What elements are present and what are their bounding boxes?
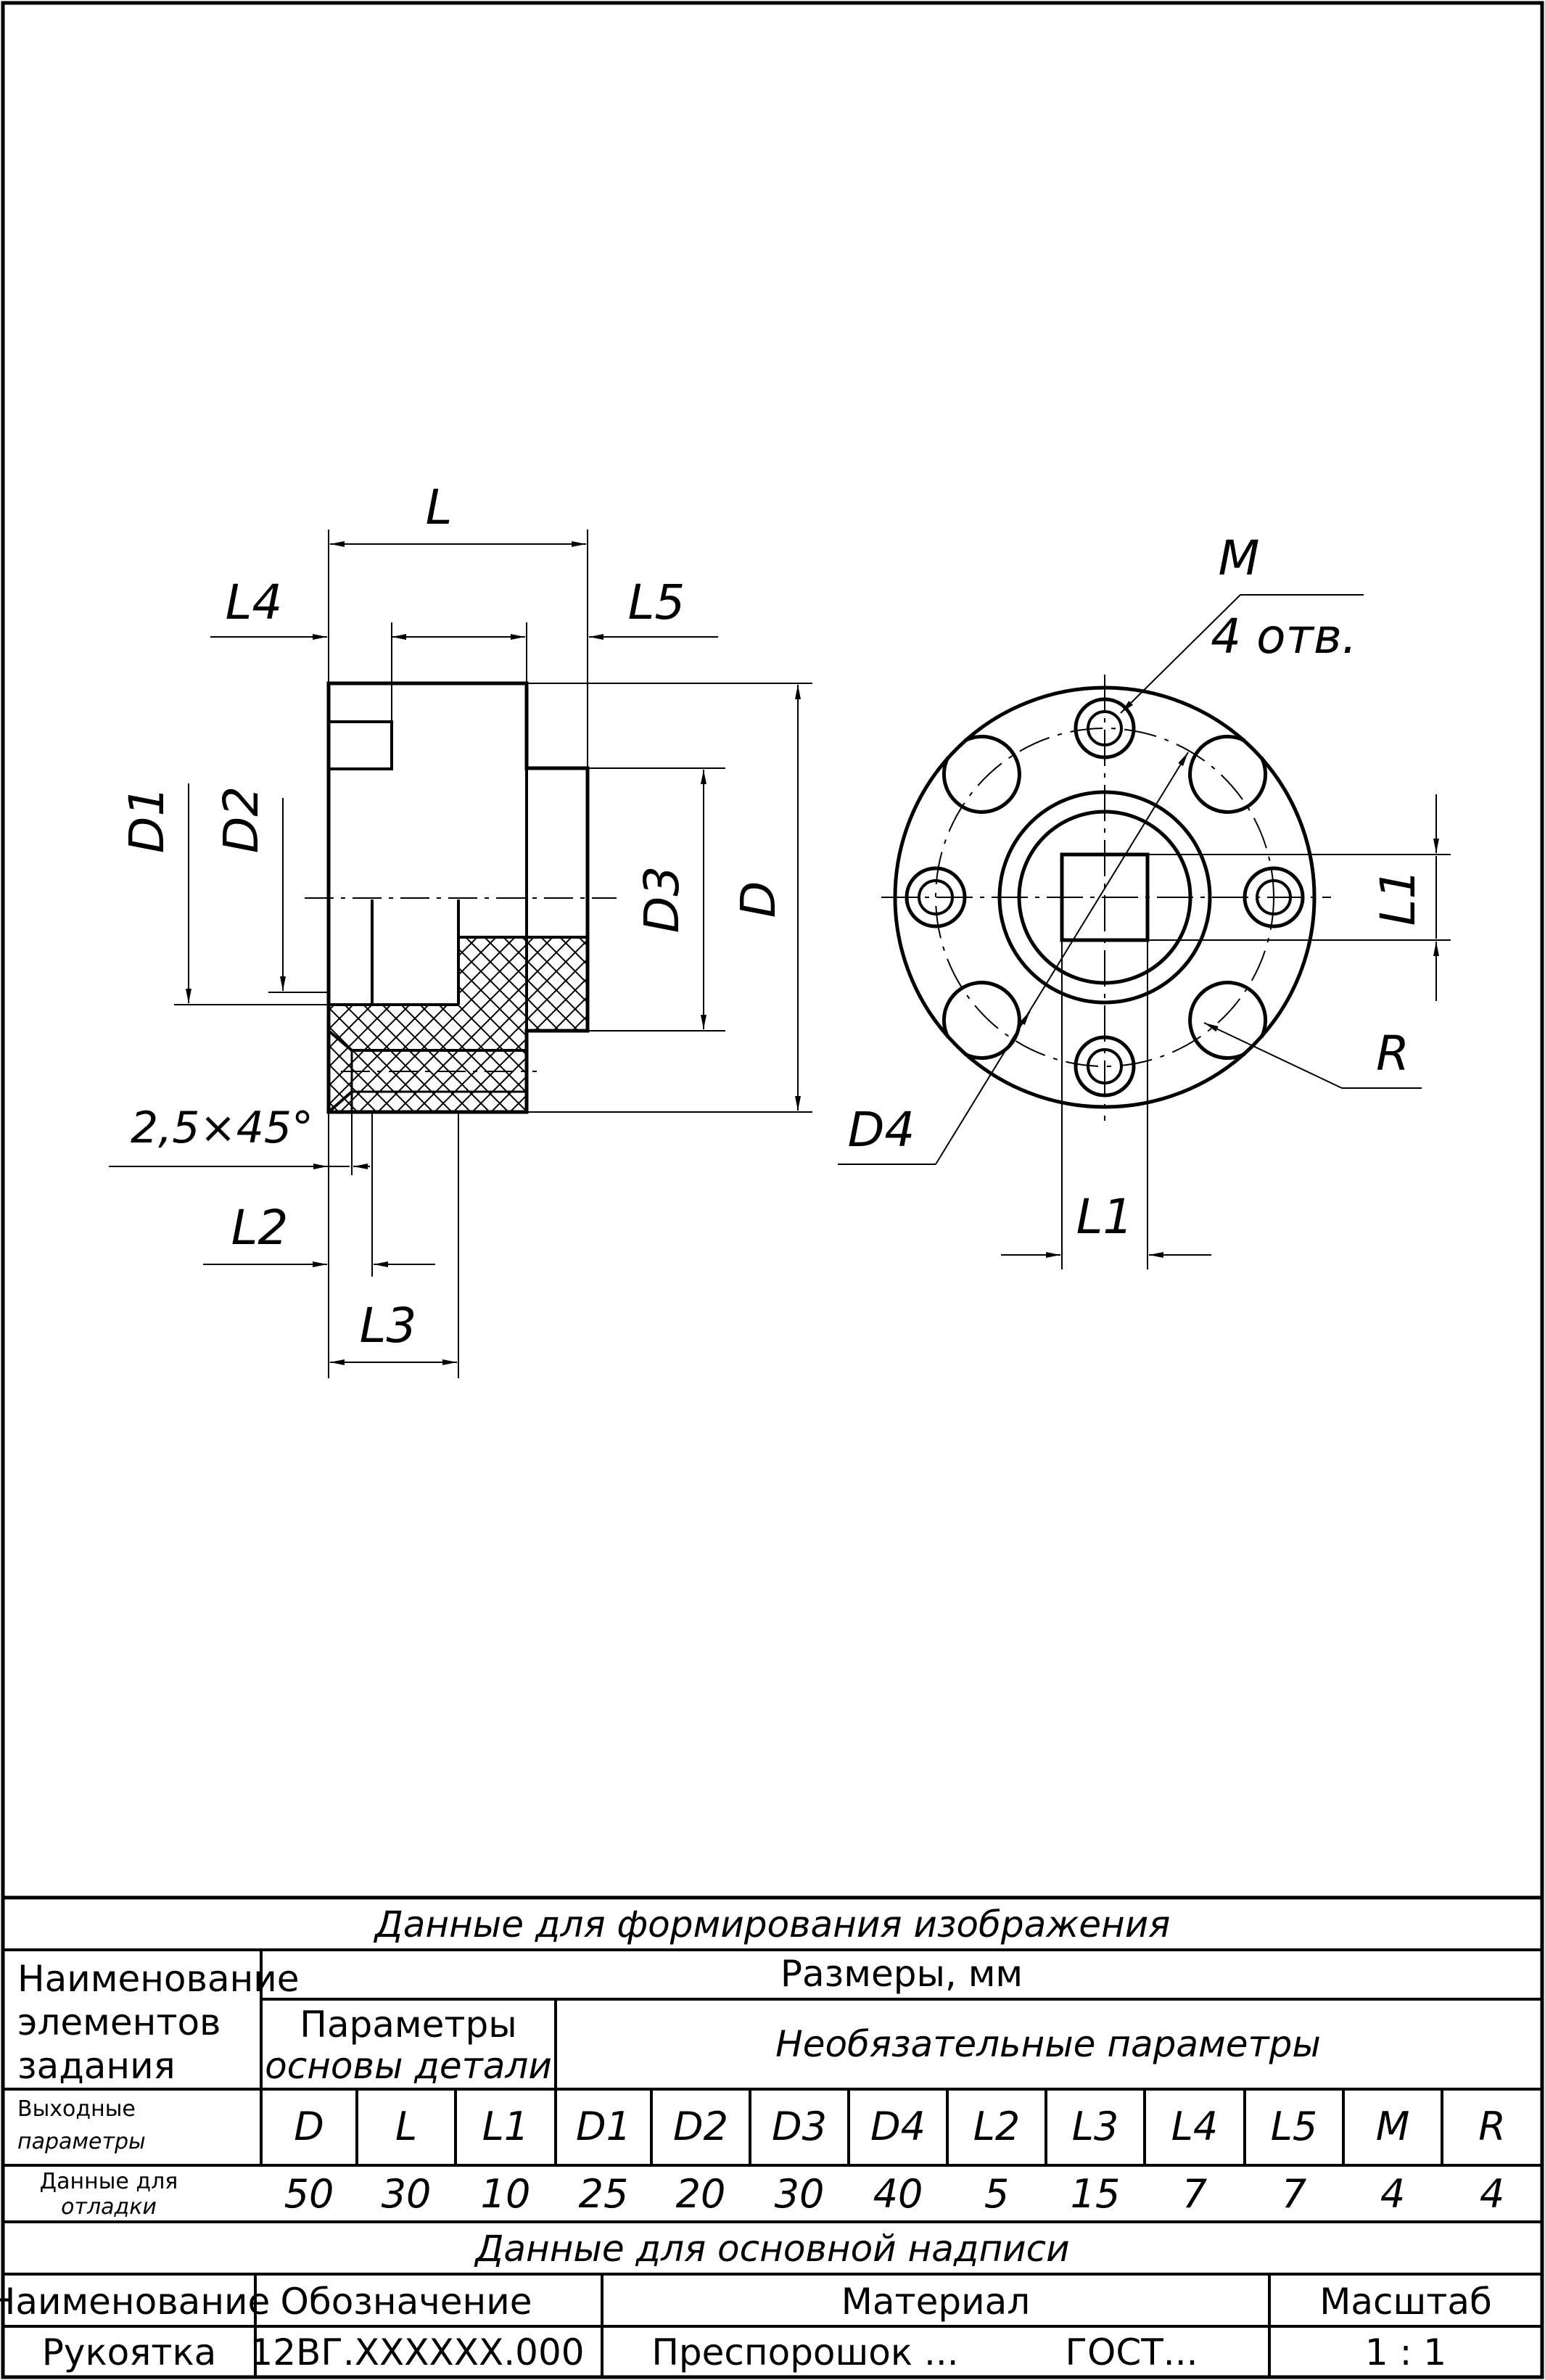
col-scale-header: Масштаб <box>1319 2281 1492 2323</box>
param-name-D1: D1 <box>576 2104 631 2149</box>
param-value-L: 30 <box>382 2171 432 2217</box>
dim-label-L1-bottom: L1 <box>1076 1189 1134 1245</box>
base-params-line1: Параметры <box>300 2004 516 2046</box>
flange-notches <box>942 734 1268 1061</box>
dim-label-D4: D4 <box>848 1102 915 1158</box>
col-material-header: Материал <box>841 2281 1031 2323</box>
param-value-D1: 25 <box>579 2171 629 2217</box>
front-view-dimension-labels: M 4 отв. L1 R D4 L1 <box>848 530 1426 1245</box>
param-value-L1: 10 <box>481 2171 531 2217</box>
output-params-line2: параметры <box>17 2129 146 2154</box>
label-holes-count: 4 отв. <box>1211 609 1357 664</box>
table-title: Данные для формирования изображения <box>374 1903 1171 1945</box>
title-block-header: Данные для основной надписи <box>474 2228 1069 2270</box>
dim-label-L1-right: L1 <box>1370 869 1426 926</box>
param-value-D: 50 <box>284 2171 334 2217</box>
base-params-line2: основы детали <box>265 2045 552 2087</box>
bolt-holes <box>905 697 1305 1098</box>
dim-label-D2: D2 <box>213 786 269 854</box>
param-value-D4: 40 <box>873 2171 923 2217</box>
param-name-L1: L1 <box>482 2104 529 2149</box>
param-value-M: 4 <box>1380 2171 1405 2217</box>
front-view <box>838 594 1451 1269</box>
param-name-L2: L2 <box>973 2104 1020 2149</box>
designation-value: 12ВГ.XXXXXX.000 <box>250 2331 584 2373</box>
chamfer-label: 2,5×45° <box>131 1103 313 1153</box>
element-names-line2: элементов <box>17 2001 221 2043</box>
param-name-D3: D3 <box>772 2104 827 2149</box>
label-thread-M: M <box>1219 530 1260 586</box>
param-name-L5: L5 <box>1271 2104 1317 2149</box>
section-hatch <box>329 937 588 1112</box>
dim-label-L: L <box>426 479 453 535</box>
dim-label-L3: L3 <box>360 1298 417 1354</box>
col-designation-header: Обозначение <box>281 2281 532 2323</box>
data-table <box>3 1895 1542 2377</box>
element-names-line1: Наименование <box>17 1958 300 2000</box>
param-value-L4: 7 <box>1182 2171 1207 2217</box>
table-texts: Данные для формирования изображения Наим… <box>17 1903 1321 2220</box>
element-names-line3: задания <box>17 2045 176 2087</box>
param-value-L2: 5 <box>984 2171 1009 2217</box>
col-name-header: Наименование <box>0 2281 270 2323</box>
param-value-L5: 7 <box>1282 2171 1306 2217</box>
optional-params-header: Необязательные параметры <box>775 2023 1321 2065</box>
debug-data-line1: Данные для <box>40 2169 178 2194</box>
param-name-L: L <box>395 2104 417 2149</box>
material-value: Преспорошок ... <box>651 2331 958 2373</box>
dim-label-L2: L2 <box>231 1200 289 1256</box>
title-block-texts: Данные для основной надписи Наименование… <box>0 2228 1492 2373</box>
param-name-L4: L4 <box>1171 2104 1218 2149</box>
output-params-line1: Выходные <box>17 2096 136 2122</box>
param-name-D: D <box>294 2104 324 2149</box>
param-name-R: R <box>1478 2104 1506 2149</box>
scale-value: 1 : 1 <box>1365 2331 1446 2373</box>
dim-label-L4: L4 <box>226 575 283 630</box>
side-view <box>109 530 812 1378</box>
dim-label-L5: L5 <box>628 575 685 630</box>
dim-label-D: D <box>730 881 786 918</box>
param-value-R: 4 <box>1480 2171 1504 2217</box>
param-value-D2: 20 <box>676 2171 726 2217</box>
debug-data-line2: отладки <box>61 2194 157 2220</box>
dim-label-D1: D1 <box>119 786 175 854</box>
param-value-D3: 30 <box>775 2171 825 2217</box>
param-names-row: D L L1 D1 D2 D3 D4 L2 L3 L4 L5 M R <box>294 2104 1506 2149</box>
dim-label-D3: D3 <box>634 866 690 934</box>
param-name-M: M <box>1376 2104 1410 2149</box>
gost-value: ГОСТ... <box>1066 2331 1198 2373</box>
dim-label-R: R <box>1376 1026 1409 1082</box>
param-name-D4: D4 <box>870 2104 926 2149</box>
param-name-D2: D2 <box>673 2104 728 2149</box>
side-view-dimension-labels: L L4 L5 D1 D2 D3 D 2,5×45° L2 L3 <box>119 479 786 1354</box>
param-value-L3: 15 <box>1071 2171 1121 2217</box>
param-values-row: 50 30 10 25 20 30 40 5 15 7 7 4 4 <box>284 2171 1505 2217</box>
sizes-header: Размеры, мм <box>780 1953 1023 1995</box>
part-name-value: Рукоятка <box>42 2331 217 2373</box>
param-name-L3: L3 <box>1072 2104 1118 2149</box>
